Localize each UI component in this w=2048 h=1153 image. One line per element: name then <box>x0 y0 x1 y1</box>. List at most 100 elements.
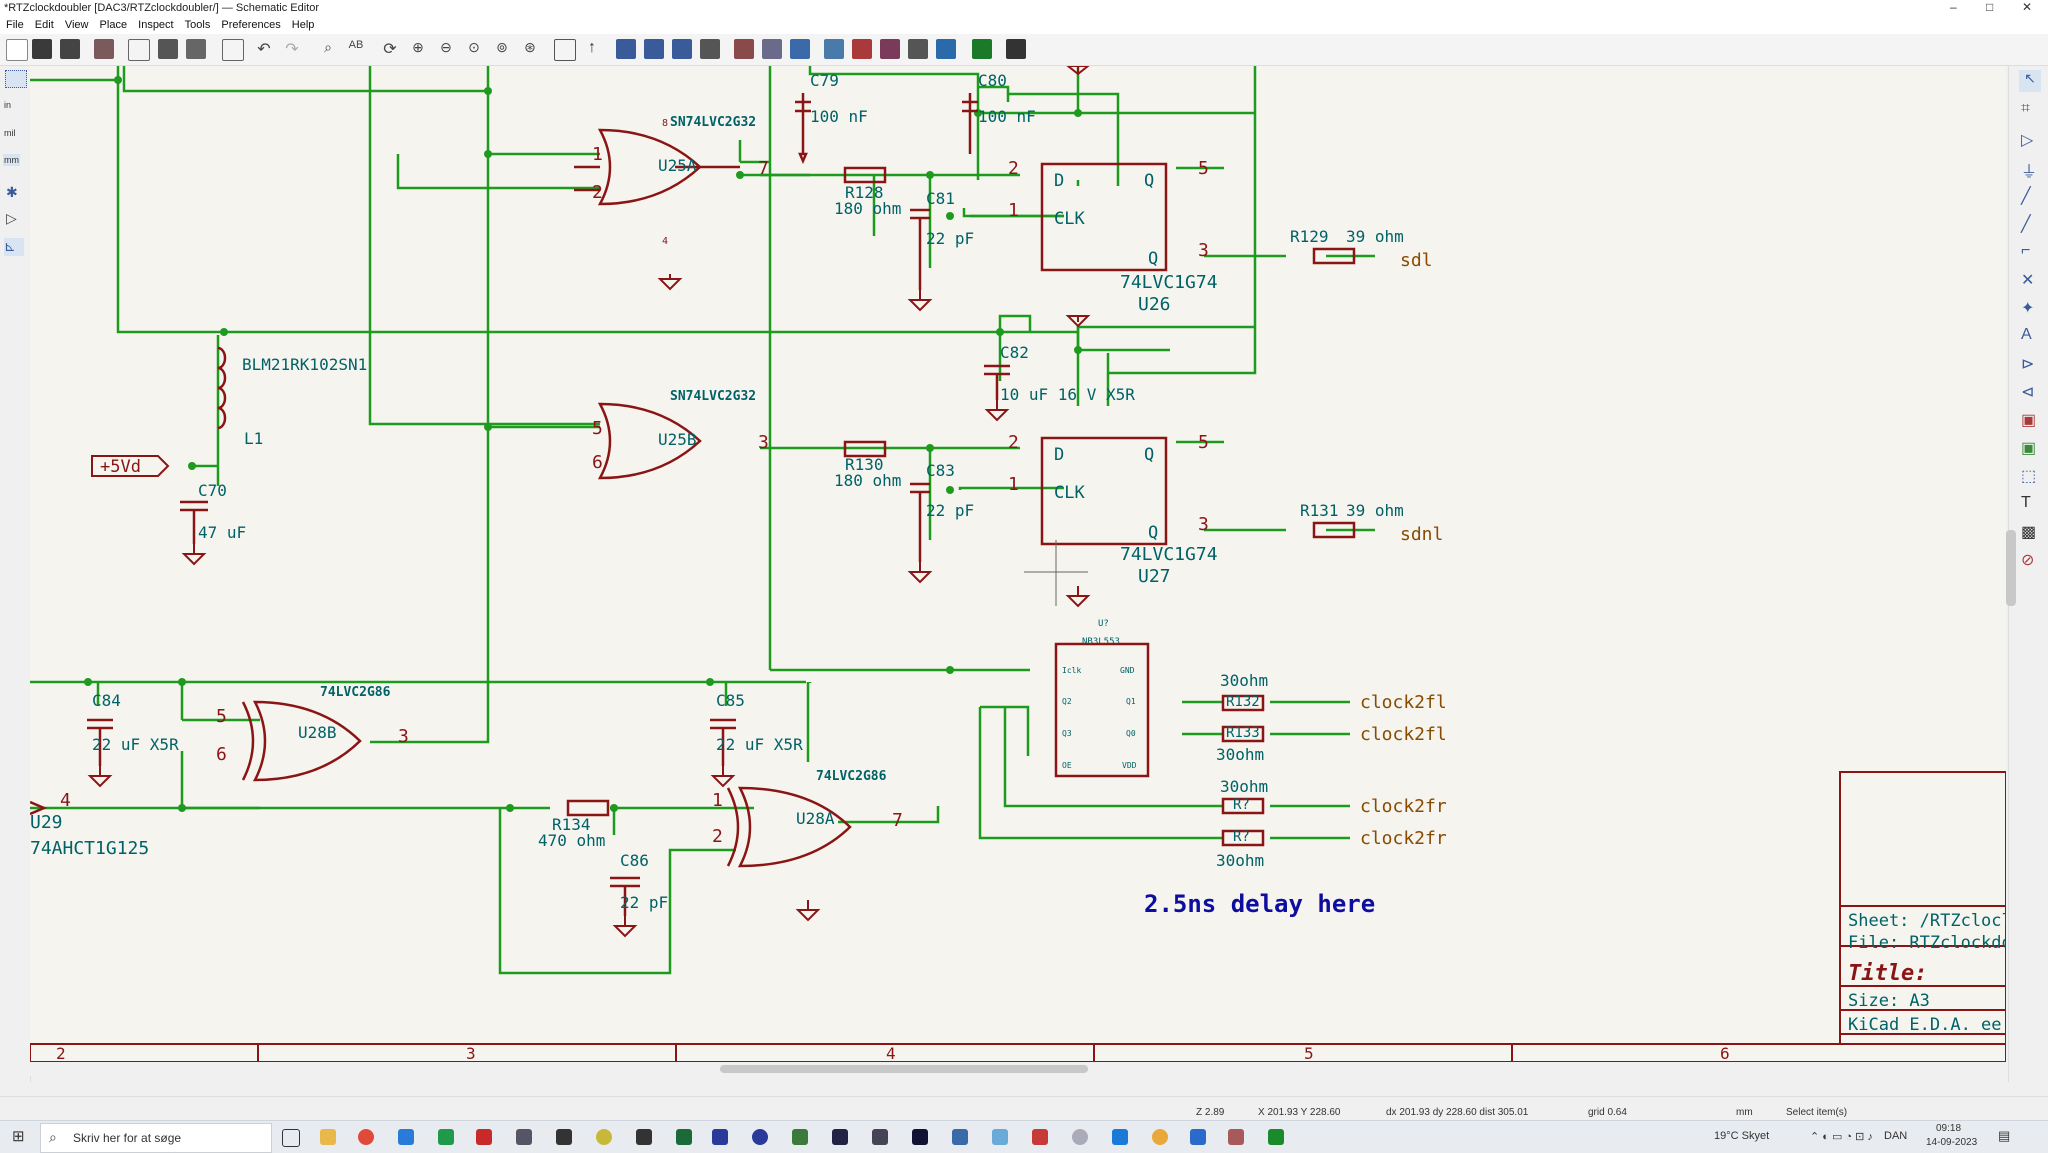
power-label-5vd[interactable]: +5Vd <box>91 455 170 477</box>
menu-place[interactable]: Place <box>99 19 128 31</box>
menu-inspect[interactable]: Inspect <box>138 19 174 31</box>
schematic-editor-task-icon[interactable] <box>1228 1129 1244 1145</box>
zoom-selection-icon[interactable]: ⊛ <box>524 39 536 55</box>
app-icon-15[interactable] <box>872 1129 888 1145</box>
grid-toggle-icon[interactable] <box>5 70 27 88</box>
erc-icon[interactable] <box>824 39 844 59</box>
scripting-console-icon[interactable] <box>1006 39 1026 59</box>
leave-sheet-icon[interactable]: ↑ <box>588 39 596 56</box>
cursor-style-icon[interactable]: ✱ <box>6 184 18 200</box>
draw-wire-icon[interactable]: ╱ <box>2021 188 2031 205</box>
refresh-icon[interactable]: ⟳ <box>383 41 397 58</box>
notification-icon[interactable]: ▤ <box>1998 1128 2011 1143</box>
horizontal-scrollbar[interactable] <box>30 1062 2006 1076</box>
hierarchy-icon[interactable] <box>554 39 576 61</box>
find-icon[interactable]: ⌕ <box>324 39 332 55</box>
app-icon-20[interactable] <box>1072 1129 1088 1145</box>
junction-icon[interactable]: ✦ <box>2021 300 2035 317</box>
menu-help[interactable]: Help <box>291 19 315 31</box>
zoom-in-icon[interactable]: ⊕ <box>412 39 424 55</box>
app-icon-13[interactable] <box>792 1129 808 1145</box>
horizontal-scroll-thumb[interactable] <box>720 1065 1088 1073</box>
place-text-icon[interactable]: T <box>2021 494 2031 511</box>
app-icon-22[interactable] <box>1152 1129 1168 1145</box>
menu-view[interactable]: View <box>64 19 89 31</box>
hidden-pins-icon[interactable]: ▷ <box>6 210 17 226</box>
taskbar-search[interactable]: ⌕ Skriv her for at søge <box>40 1123 272 1153</box>
select-tool-icon[interactable]: ↖ <box>2019 70 2041 92</box>
app-icon-7[interactable] <box>556 1129 572 1145</box>
symbol-editor-icon[interactable] <box>734 39 754 59</box>
clock-time[interactable]: 09:18 <box>1936 1123 1962 1134</box>
place-image-icon[interactable]: ▩ <box>2021 524 2037 541</box>
pcb-task-icon[interactable] <box>1268 1129 1284 1145</box>
terminal-icon[interactable] <box>912 1129 928 1145</box>
annotate-icon[interactable] <box>790 39 810 59</box>
menu-edit[interactable]: Edit <box>34 19 54 31</box>
highlight-net-icon[interactable]: ⌗ <box>2021 100 2031 117</box>
excel-icon[interactable] <box>438 1129 454 1145</box>
find-replace-icon[interactable]: AB <box>348 39 364 51</box>
app-icon-21[interactable] <box>1112 1129 1128 1145</box>
paste-icon[interactable] <box>222 39 244 61</box>
delete-icon[interactable]: ⊘ <box>2021 552 2035 569</box>
undo-icon[interactable]: ↶ <box>257 41 271 58</box>
language-indicator[interactable]: DAN <box>1884 1130 1908 1142</box>
new-icon[interactable] <box>6 39 28 61</box>
app-icon-10[interactable] <box>676 1129 692 1145</box>
open-icon[interactable] <box>32 39 52 59</box>
unit-mil-toggle[interactable]: mil <box>4 128 16 138</box>
task-view-icon[interactable] <box>282 1129 300 1147</box>
plot-icon[interactable] <box>186 39 206 59</box>
orthogonal-wire-icon[interactable]: ⊾ <box>4 238 24 256</box>
redo-icon[interactable]: ↷ <box>285 41 299 58</box>
mirror-h-icon[interactable] <box>700 39 720 59</box>
notepad-icon[interactable] <box>398 1129 414 1145</box>
app-icon-12[interactable] <box>752 1129 768 1145</box>
menu-preferences[interactable]: Preferences <box>221 19 281 31</box>
clock-date[interactable]: 14-09-2023 <box>1926 1137 1978 1148</box>
app-icon-19[interactable] <box>1032 1129 1048 1145</box>
schematic-setup-icon[interactable] <box>94 39 114 59</box>
netlist-icon[interactable] <box>936 39 956 59</box>
draw-bus-icon[interactable]: ╱ <box>2021 216 2031 233</box>
mirror-v-icon[interactable] <box>672 39 692 59</box>
edit-fields-icon[interactable] <box>908 39 928 59</box>
zoom-fit-icon[interactable]: ⊙ <box>468 39 480 55</box>
zoom-objects-icon[interactable]: ⊚ <box>496 39 508 55</box>
vertical-scroll-thumb[interactable] <box>2006 530 2016 606</box>
hier-sheet-icon[interactable]: ▣ <box>2021 412 2037 429</box>
calculator-icon[interactable] <box>952 1129 968 1145</box>
symbol-browser-icon[interactable] <box>762 39 782 59</box>
app-icon-18[interactable] <box>992 1129 1008 1145</box>
zoom-out-icon[interactable]: ⊖ <box>440 39 452 55</box>
chrome-icon[interactable] <box>358 1129 374 1145</box>
bus-entry-icon[interactable]: ⌐ <box>2021 242 2031 259</box>
maximize-button[interactable]: □ <box>1986 0 1994 14</box>
no-connect-icon[interactable]: ✕ <box>2021 272 2035 289</box>
explorer-icon[interactable] <box>320 1129 336 1145</box>
hier-label-icon[interactable]: ⊲ <box>2021 384 2035 401</box>
bom-icon[interactable] <box>880 39 900 59</box>
app-icon-23[interactable] <box>1190 1129 1206 1145</box>
print-icon[interactable] <box>158 39 178 59</box>
windows-start-icon[interactable]: ⊞ <box>12 1128 25 1145</box>
place-power-icon[interactable]: ⏚ <box>2021 164 2038 181</box>
footprint-assign-icon[interactable] <box>852 39 872 59</box>
app-icon-8[interactable] <box>596 1129 612 1145</box>
minimize-button[interactable]: – <box>1950 0 1957 14</box>
global-label-icon[interactable]: ⊳ <box>2021 356 2035 373</box>
menu-file[interactable]: File <box>6 19 24 31</box>
import-sheet-pin-icon[interactable]: ▣ <box>2021 440 2037 457</box>
schematic-canvas[interactable]: C79 100 nF C80 100 nF SN74LVC2G32 U25A S… <box>30 66 2006 1062</box>
draw-graphic-icon[interactable]: ⬚ <box>2021 468 2037 485</box>
app-icon-9[interactable] <box>636 1129 652 1145</box>
menu-tools[interactable]: Tools <box>184 19 211 31</box>
save-icon[interactable] <box>60 39 80 59</box>
rotate-ccw-icon[interactable] <box>616 39 636 59</box>
net-label-icon[interactable]: A <box>2021 326 2032 343</box>
page-settings-icon[interactable] <box>128 39 150 61</box>
acrobat-icon[interactable] <box>476 1129 492 1145</box>
tray-icons[interactable]: ⌃ ◐ ▭ ◔ ⊡ ♪ <box>1810 1131 1873 1143</box>
close-button[interactable]: ✕ <box>2022 0 2033 14</box>
